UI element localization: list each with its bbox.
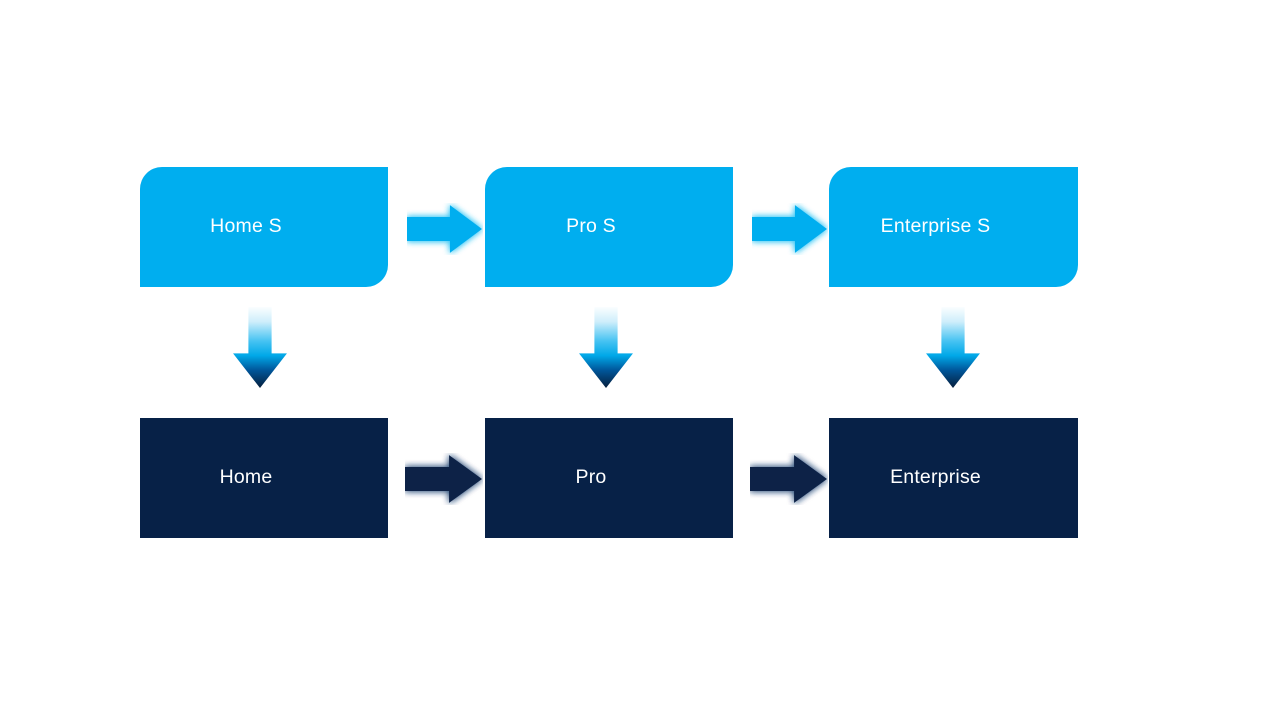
arrow-home-s-to-home-icon xyxy=(231,307,289,389)
arrow-home-s-to-pro-s-icon xyxy=(407,203,483,255)
arrow-home-s-to-pro-s-glyph xyxy=(407,205,482,253)
arrow-pro-s-to-enterprise-s-glyph xyxy=(752,205,827,253)
arrow-pro-s-to-pro-glyph xyxy=(579,307,633,388)
arrow-home-s-to-home-glyph xyxy=(233,307,287,388)
arrow-pro-to-enterprise-glyph xyxy=(750,455,827,503)
node-pro[interactable]: Pro xyxy=(485,418,733,538)
node-label: Enterprise xyxy=(890,466,981,489)
node-pro-s[interactable]: Pro S xyxy=(485,167,733,287)
arrow-pro-s-to-pro-icon xyxy=(577,307,635,389)
node-label: Enterprise S xyxy=(880,215,991,238)
arrow-pro-s-to-enterprise-s-icon xyxy=(752,203,828,255)
node-label: Pro xyxy=(575,466,607,489)
node-home-s[interactable]: Home S xyxy=(140,167,388,287)
arrow-home-to-pro-glyph xyxy=(405,455,482,503)
node-label: Home xyxy=(219,466,273,489)
node-label: Home S xyxy=(210,215,282,238)
arrow-enterprise-s-to-enterprise-glyph xyxy=(926,307,980,388)
node-enterprise-s[interactable]: Enterprise S xyxy=(829,167,1078,287)
arrow-enterprise-s-to-enterprise-icon xyxy=(924,307,982,389)
node-label: Pro S xyxy=(566,215,616,238)
arrow-home-to-pro-icon xyxy=(405,453,483,505)
arrow-pro-to-enterprise-icon xyxy=(750,453,828,505)
node-home[interactable]: Home xyxy=(140,418,388,538)
node-enterprise[interactable]: Enterprise xyxy=(829,418,1078,538)
